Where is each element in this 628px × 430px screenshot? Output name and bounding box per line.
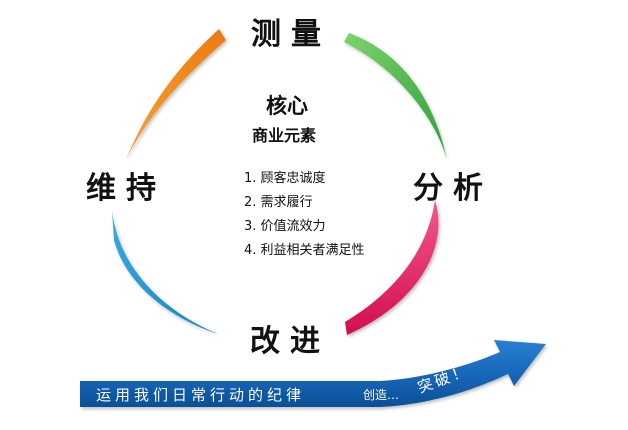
- stage-label-left: 维持: [86, 171, 166, 206]
- core-title: 核心: [266, 94, 308, 118]
- arc-orange: [126, 29, 226, 160]
- stage-label-top: 测量: [251, 17, 331, 52]
- banner-small-text: 创造…: [363, 388, 399, 402]
- arc-blue: [112, 210, 218, 334]
- banner-arrow: [80, 340, 546, 407]
- core-subtitle: 商业元素: [252, 126, 316, 145]
- arc-green: [344, 33, 447, 160]
- core-item-3: 3. 价值流效力: [244, 218, 326, 234]
- core-item-4: 4. 利益相关者满足性: [244, 243, 365, 258]
- core-item-2: 2. 需求履行: [244, 195, 313, 210]
- stage-label-bottom: 改进: [250, 324, 330, 359]
- stage-label-right: 分析: [413, 171, 493, 206]
- core-item-1: 1. 顾客忠诚度: [244, 170, 326, 186]
- arc-red: [345, 200, 439, 335]
- banner-main-text: 运用我们日常行动的纪律: [96, 386, 305, 404]
